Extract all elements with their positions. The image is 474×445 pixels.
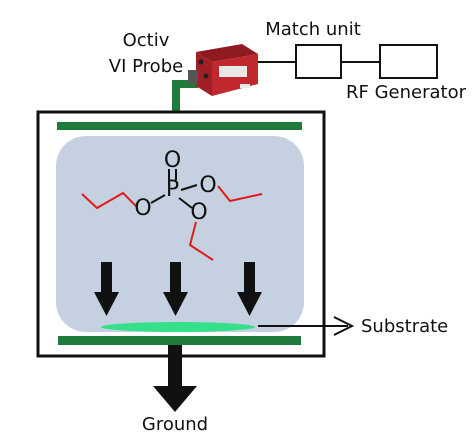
vi-probe-device bbox=[188, 44, 258, 96]
rf-generator-box bbox=[379, 44, 438, 79]
molecule bbox=[81, 169, 263, 261]
downward-arrow-1 bbox=[94, 262, 119, 316]
downward-arrow-2 bbox=[163, 262, 188, 316]
probe-label-line2: VI Probe bbox=[109, 56, 183, 77]
downward-arrow-3 bbox=[237, 262, 262, 316]
match-unit-label: Match unit bbox=[265, 19, 361, 40]
oxygen-atom-left: O bbox=[134, 196, 151, 221]
top-electrode bbox=[57, 122, 302, 130]
substrate-film bbox=[101, 322, 255, 332]
oxygen-atom-right: O bbox=[199, 173, 216, 198]
substrate-pointer-head bbox=[333, 316, 355, 336]
rf-generator-label: RF Generator bbox=[346, 82, 467, 103]
phosphorus-atom: P bbox=[166, 177, 179, 202]
bottom-electrode bbox=[58, 336, 301, 345]
plasma-region bbox=[56, 136, 304, 332]
ground-arrow bbox=[153, 345, 197, 412]
substrate-label: Substrate bbox=[361, 316, 448, 337]
match-unit-box bbox=[295, 44, 342, 79]
ground-label: Ground bbox=[142, 414, 208, 435]
probe-label-line1: Octiv bbox=[123, 30, 170, 51]
oxygen-atom-double: O bbox=[164, 148, 181, 173]
oxygen-atom-lower: O bbox=[190, 200, 207, 225]
